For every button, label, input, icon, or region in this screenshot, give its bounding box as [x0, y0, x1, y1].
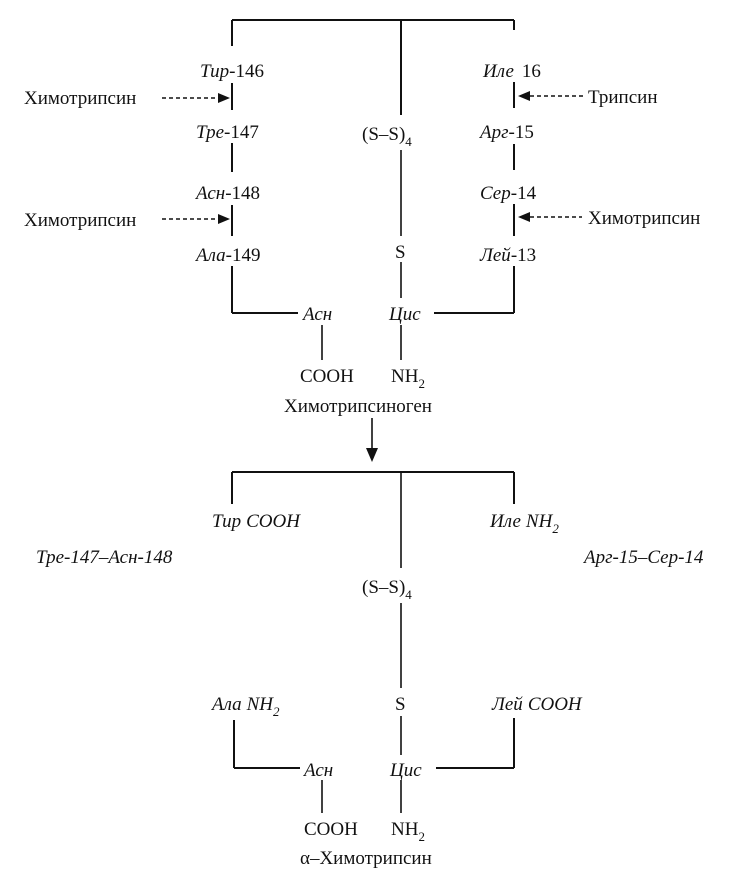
- product-backbone: [231, 471, 515, 813]
- chymotrypsin-arrow-left-upper: Химотрипсин: [24, 88, 233, 109]
- chymotrypsin-arrow-left-lower: Химотрипсин: [24, 210, 233, 231]
- chymotrypsin-arrow-right-lower: Химотрипсин: [513, 208, 700, 229]
- right-residue-4: Лей-13: [479, 245, 536, 266]
- product-nh2-label: NH2: [391, 819, 425, 844]
- zymogen-sulfur-label: S: [395, 242, 406, 263]
- zymogen-backbone: [231, 19, 515, 360]
- left-residue-4: Ала-149: [194, 245, 260, 266]
- zymogen-name: Химотрипсиноген: [284, 396, 432, 417]
- right-residue-3: Сер-14: [480, 183, 537, 204]
- product-name: α–Химотрипсин: [300, 848, 432, 869]
- zymogen-asn-label: Асн: [301, 304, 332, 325]
- left-residue-3: Асн-148: [194, 183, 260, 204]
- chymotrypsin-label-right-lower: Химотрипсин: [588, 208, 700, 229]
- product-cooh-label: COOH: [304, 819, 358, 840]
- product-sulfur-label: S: [395, 694, 406, 715]
- trypsin-arrow-right-upper: Трипсин: [513, 87, 658, 108]
- chymotrypsin-label-left-lower: Химотрипсин: [24, 210, 136, 231]
- right-residue-2: Арг-15: [478, 122, 534, 143]
- zymogen-nh2-label: NH2: [391, 366, 425, 391]
- product-asn-label: Асн: [302, 760, 333, 781]
- left-residue-1: Тир-146: [200, 61, 264, 82]
- chymotrypsin-label-left-upper: Химотрипсин: [24, 88, 136, 109]
- released-dipeptide-left: Тре-147–Асн-148: [36, 547, 173, 568]
- trypsin-label: Трипсин: [588, 87, 658, 108]
- zymogen-cys-label: Цис: [388, 304, 421, 325]
- zymogen-disulfide-label: (S–S)4: [362, 124, 412, 149]
- activation-arrow: [366, 418, 378, 462]
- product-disulfide-label: (S–S)4: [362, 577, 412, 602]
- product-cys-label: Цис: [389, 760, 422, 781]
- zymogen-cooh-label: COOH: [300, 366, 354, 387]
- left-residue-2: Тре-147: [196, 122, 259, 143]
- released-dipeptide-right: Арг-15–Сер-14: [582, 547, 704, 568]
